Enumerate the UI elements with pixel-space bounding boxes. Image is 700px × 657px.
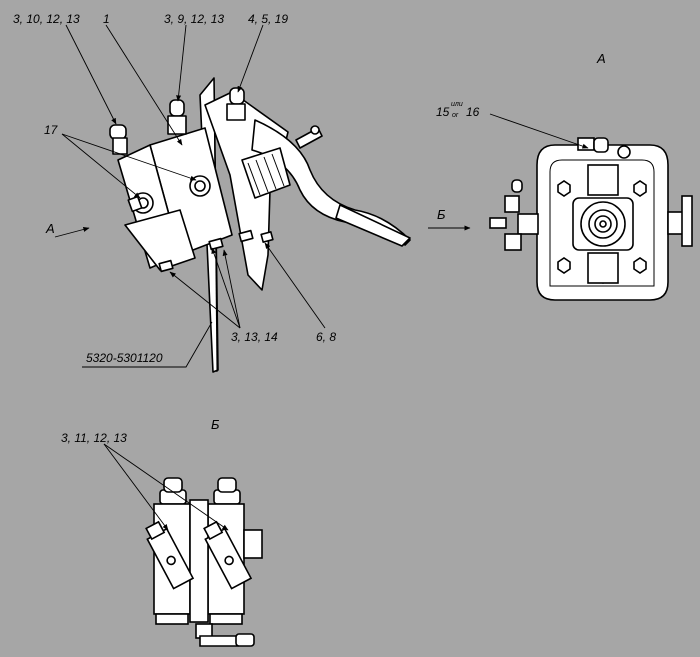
callout-3-13-14: 3, 13, 14: [231, 330, 278, 344]
view-b-title: Б: [211, 417, 220, 432]
main-view-leaders: [54, 24, 326, 368]
pedal-pad: [335, 204, 411, 247]
callout-or: or: [452, 112, 459, 119]
view-b-fitting-right: [203, 520, 253, 590]
callout-16: 16: [466, 105, 480, 119]
view-b-drawing: [145, 477, 263, 647]
callout-ili: или: [451, 101, 463, 108]
top-fitting-right: [226, 87, 246, 121]
top-fitting-mid: [167, 99, 187, 135]
callout-4-5-19: 4, 5, 19: [248, 12, 289, 26]
mounting-studs: [158, 229, 274, 273]
pedal-spring: [241, 147, 291, 199]
view-a-title: А: [597, 51, 606, 66]
callout-part-number: 5320-5301120: [86, 351, 163, 365]
callout-15: 15: [436, 105, 450, 119]
valve-lower: [124, 209, 196, 271]
main-view-assembly: [109, 77, 411, 373]
callout-6-8: 6, 8: [316, 330, 337, 344]
top-fitting-left: [109, 124, 128, 155]
callout-1: 1: [103, 12, 110, 26]
view-b-direction-label: Б: [437, 207, 446, 222]
callout-17: 17: [44, 123, 58, 137]
callout-3-11-12-13: 3, 11, 12, 13: [61, 431, 127, 445]
view-b-leaders: [103, 443, 229, 531]
view-a-drawing: [489, 137, 693, 301]
view-b-fitting-left: [145, 520, 195, 590]
brake-pedal: [251, 119, 411, 246]
callout-3-9-12-13: 3, 9, 12, 13: [164, 12, 225, 26]
view-a-direction-label: А: [46, 221, 55, 236]
callout-3-10-12-13: 3, 10, 12, 13: [13, 12, 80, 26]
view-a-leaders: [428, 113, 589, 231]
